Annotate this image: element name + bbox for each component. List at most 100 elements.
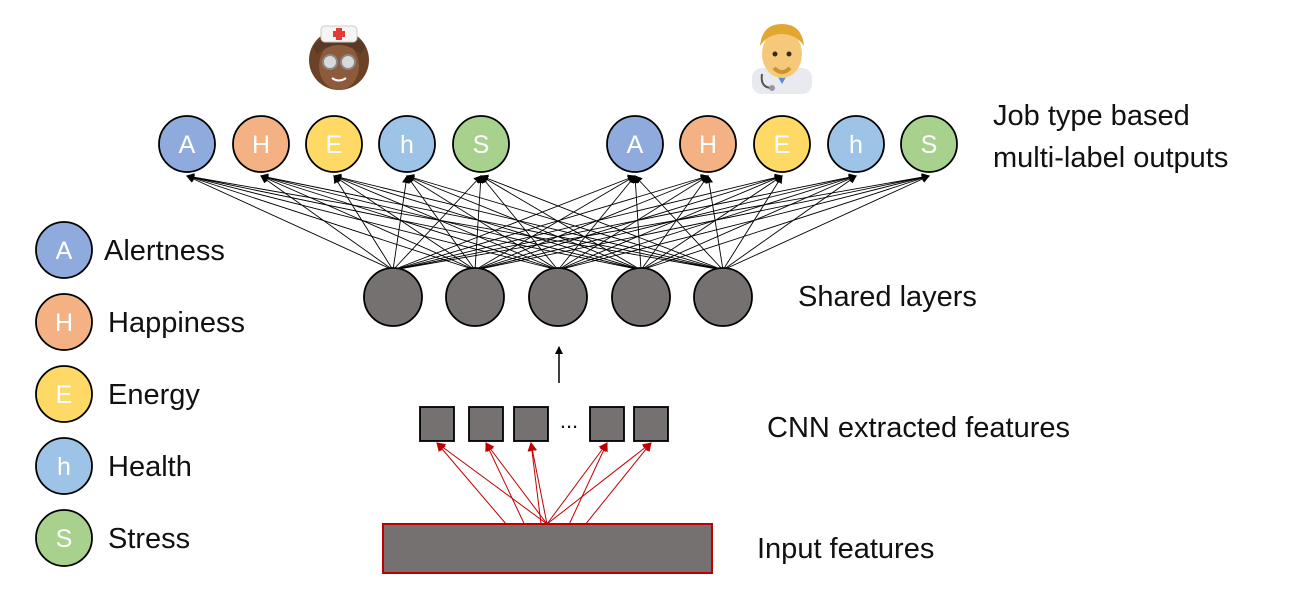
legend-label: Energy bbox=[108, 379, 200, 411]
cnn-feature-boxes bbox=[419, 406, 669, 442]
connection-line bbox=[640, 175, 857, 271]
connection-line bbox=[333, 175, 394, 271]
feature-box-4 bbox=[633, 406, 669, 442]
shared-node-1 bbox=[445, 267, 505, 327]
connection-line bbox=[640, 175, 783, 271]
connection-line bbox=[392, 175, 410, 271]
shared-node-4 bbox=[693, 267, 753, 327]
feature-box-3 bbox=[589, 406, 625, 442]
output-node-letter: A bbox=[627, 131, 644, 159]
connection-line bbox=[406, 175, 476, 271]
connection-line bbox=[480, 174, 724, 271]
connection-line bbox=[557, 175, 783, 271]
output-node-0-3: h bbox=[378, 115, 436, 173]
feature-box-0 bbox=[419, 406, 455, 442]
input-features-block bbox=[382, 523, 713, 574]
connection-line bbox=[722, 175, 857, 271]
connection-line bbox=[474, 174, 783, 271]
output-node-1-1: H bbox=[679, 115, 737, 173]
connection-line bbox=[333, 174, 642, 271]
connection-line bbox=[474, 175, 485, 271]
output-node-letter: S bbox=[473, 131, 490, 159]
connection-line bbox=[474, 173, 857, 271]
output-node-letter: A bbox=[179, 131, 196, 159]
shared-to-output-connections bbox=[186, 173, 930, 271]
shared-layers-label: Shared layers bbox=[798, 281, 977, 313]
connection-line bbox=[474, 173, 930, 271]
connection-line bbox=[722, 175, 783, 271]
connection-line bbox=[722, 175, 930, 271]
connection-line bbox=[260, 175, 394, 271]
red-connection-line bbox=[485, 442, 548, 525]
connection-line bbox=[260, 173, 642, 271]
connection-line bbox=[406, 175, 559, 271]
shared-node-2 bbox=[528, 267, 588, 327]
connection-line bbox=[392, 173, 857, 271]
connection-line bbox=[392, 173, 930, 271]
legend-letter: E bbox=[56, 381, 73, 409]
output-node-letter: h bbox=[400, 131, 414, 159]
cnn-features-label: CNN extracted features bbox=[767, 412, 1070, 444]
connection-line bbox=[392, 174, 709, 271]
output-node-letter: H bbox=[252, 131, 270, 159]
red-connection-line bbox=[528, 442, 548, 525]
connection-line bbox=[406, 174, 642, 271]
red-connection-line bbox=[546, 442, 608, 525]
doctor-avatar-icon bbox=[752, 24, 812, 94]
legend-letter: A bbox=[56, 237, 73, 265]
connection-line bbox=[392, 174, 636, 271]
connection-line bbox=[186, 173, 642, 271]
red-connection-line bbox=[546, 442, 652, 525]
connection-line bbox=[634, 175, 724, 271]
connection-line bbox=[392, 175, 482, 271]
output-node-0-2: E bbox=[305, 115, 363, 173]
output-node-0-4: S bbox=[452, 115, 510, 173]
connection-line bbox=[557, 175, 709, 271]
legend-item-energy: E Energy bbox=[35, 365, 200, 423]
connection-line bbox=[186, 173, 559, 271]
connection-line bbox=[480, 175, 559, 271]
output-node-letter: E bbox=[326, 131, 343, 159]
output-node-1-2: E bbox=[753, 115, 811, 173]
shared-layer-nodes bbox=[363, 267, 753, 327]
legend-letter: H bbox=[55, 309, 73, 337]
output-node-1-4: S bbox=[900, 115, 958, 173]
job-outputs-label-line2: multi-label outputs bbox=[993, 142, 1228, 174]
nurse-avatar-icon bbox=[309, 25, 369, 90]
connection-line bbox=[260, 174, 559, 271]
connection-line bbox=[631, 175, 642, 271]
output-node-1-0: A bbox=[606, 115, 664, 173]
output-node-0-1: H bbox=[232, 115, 290, 173]
connection-line bbox=[186, 173, 724, 271]
output-node-letter: E bbox=[774, 131, 791, 159]
connection-line bbox=[557, 174, 857, 271]
connection-line bbox=[333, 175, 476, 271]
connection-line bbox=[333, 175, 559, 271]
connection-line bbox=[705, 175, 724, 271]
legend-label: Health bbox=[108, 451, 192, 483]
feature-box-1 bbox=[468, 406, 504, 442]
connection-line bbox=[260, 175, 476, 271]
output-node-letter: S bbox=[921, 131, 938, 159]
connection-line bbox=[557, 173, 930, 271]
output-node-0-0: A bbox=[158, 115, 216, 173]
connection-line bbox=[480, 175, 642, 271]
connection-line bbox=[474, 174, 709, 271]
shared-node-0 bbox=[363, 267, 423, 327]
connection-line bbox=[406, 174, 724, 271]
legend-letter: S bbox=[56, 525, 73, 553]
output-node-letter: H bbox=[699, 131, 717, 159]
connection-line bbox=[557, 175, 636, 271]
connection-line bbox=[260, 173, 724, 271]
output-node-1-3: h bbox=[827, 115, 885, 173]
job-outputs-label-line1: Job type based bbox=[993, 100, 1190, 132]
connection-line bbox=[186, 174, 476, 271]
connection-line bbox=[333, 173, 724, 271]
connection-line bbox=[640, 175, 709, 271]
input-features-label: Input features bbox=[757, 533, 934, 565]
